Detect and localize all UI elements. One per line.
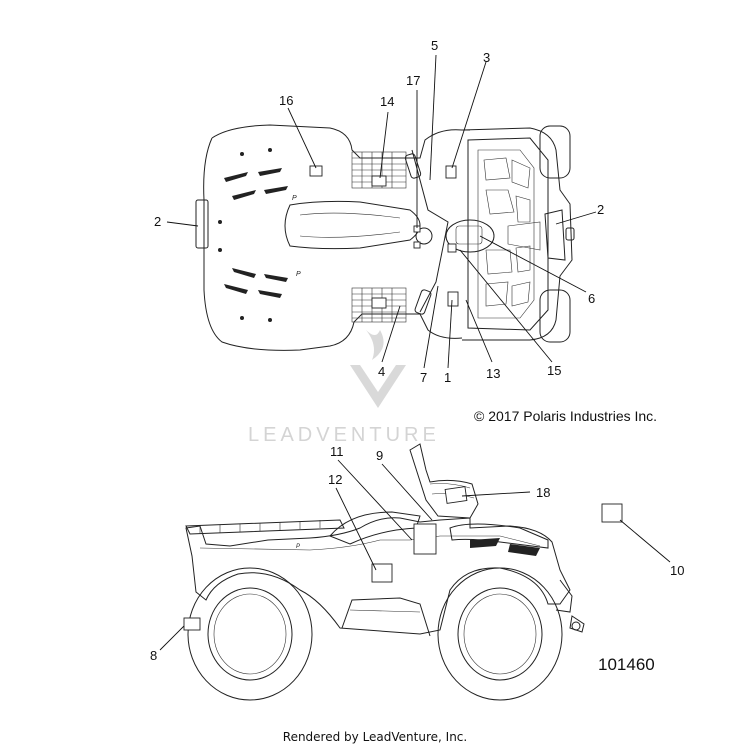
callout-1: 1	[444, 370, 451, 385]
callout-18: 18	[536, 485, 550, 500]
callout-9: 9	[376, 448, 383, 463]
svg-text:P: P	[296, 271, 301, 278]
decal-10	[601, 503, 623, 523]
callout-15: 15	[547, 363, 561, 378]
callout-7: 7	[420, 370, 427, 385]
diagram-part-number: 101460	[598, 655, 655, 674]
callout-17: 17	[406, 73, 420, 88]
callout-12: 12	[328, 472, 342, 487]
callout-11: 11	[330, 444, 344, 459]
svg-text:P: P	[296, 544, 300, 550]
callout-13: 13	[486, 366, 500, 381]
callout-2-right: 2	[597, 202, 604, 217]
callout-8: 8	[150, 648, 157, 663]
side-view-atv: P	[185, 443, 585, 701]
callout-14: 14	[380, 94, 394, 109]
rendered-by-footer: Rendered by LeadVenture, Inc.	[282, 730, 468, 744]
callout-10: 10	[670, 563, 684, 578]
copyright-notice: © 2017 Polaris Industries Inc.	[474, 408, 658, 424]
callout-16: 16	[279, 93, 293, 108]
watermark-text: LEADVENTURE	[248, 424, 440, 446]
decal-8	[183, 617, 201, 631]
callout-5: 5	[431, 38, 438, 53]
leadventure-watermark-logo	[350, 330, 406, 408]
top-view-atv: P P	[195, 124, 575, 351]
svg-text:P: P	[292, 195, 297, 202]
leader-lines	[159, 54, 671, 651]
callout-6: 6	[588, 291, 595, 306]
callout-3: 3	[483, 50, 490, 65]
callout-4: 4	[378, 364, 385, 379]
callout-2-left: 2	[154, 214, 161, 229]
callout-labels: 2 16 14 17 5 3 2 6 15 13 1 7 4 11 12 9 1…	[150, 38, 684, 663]
